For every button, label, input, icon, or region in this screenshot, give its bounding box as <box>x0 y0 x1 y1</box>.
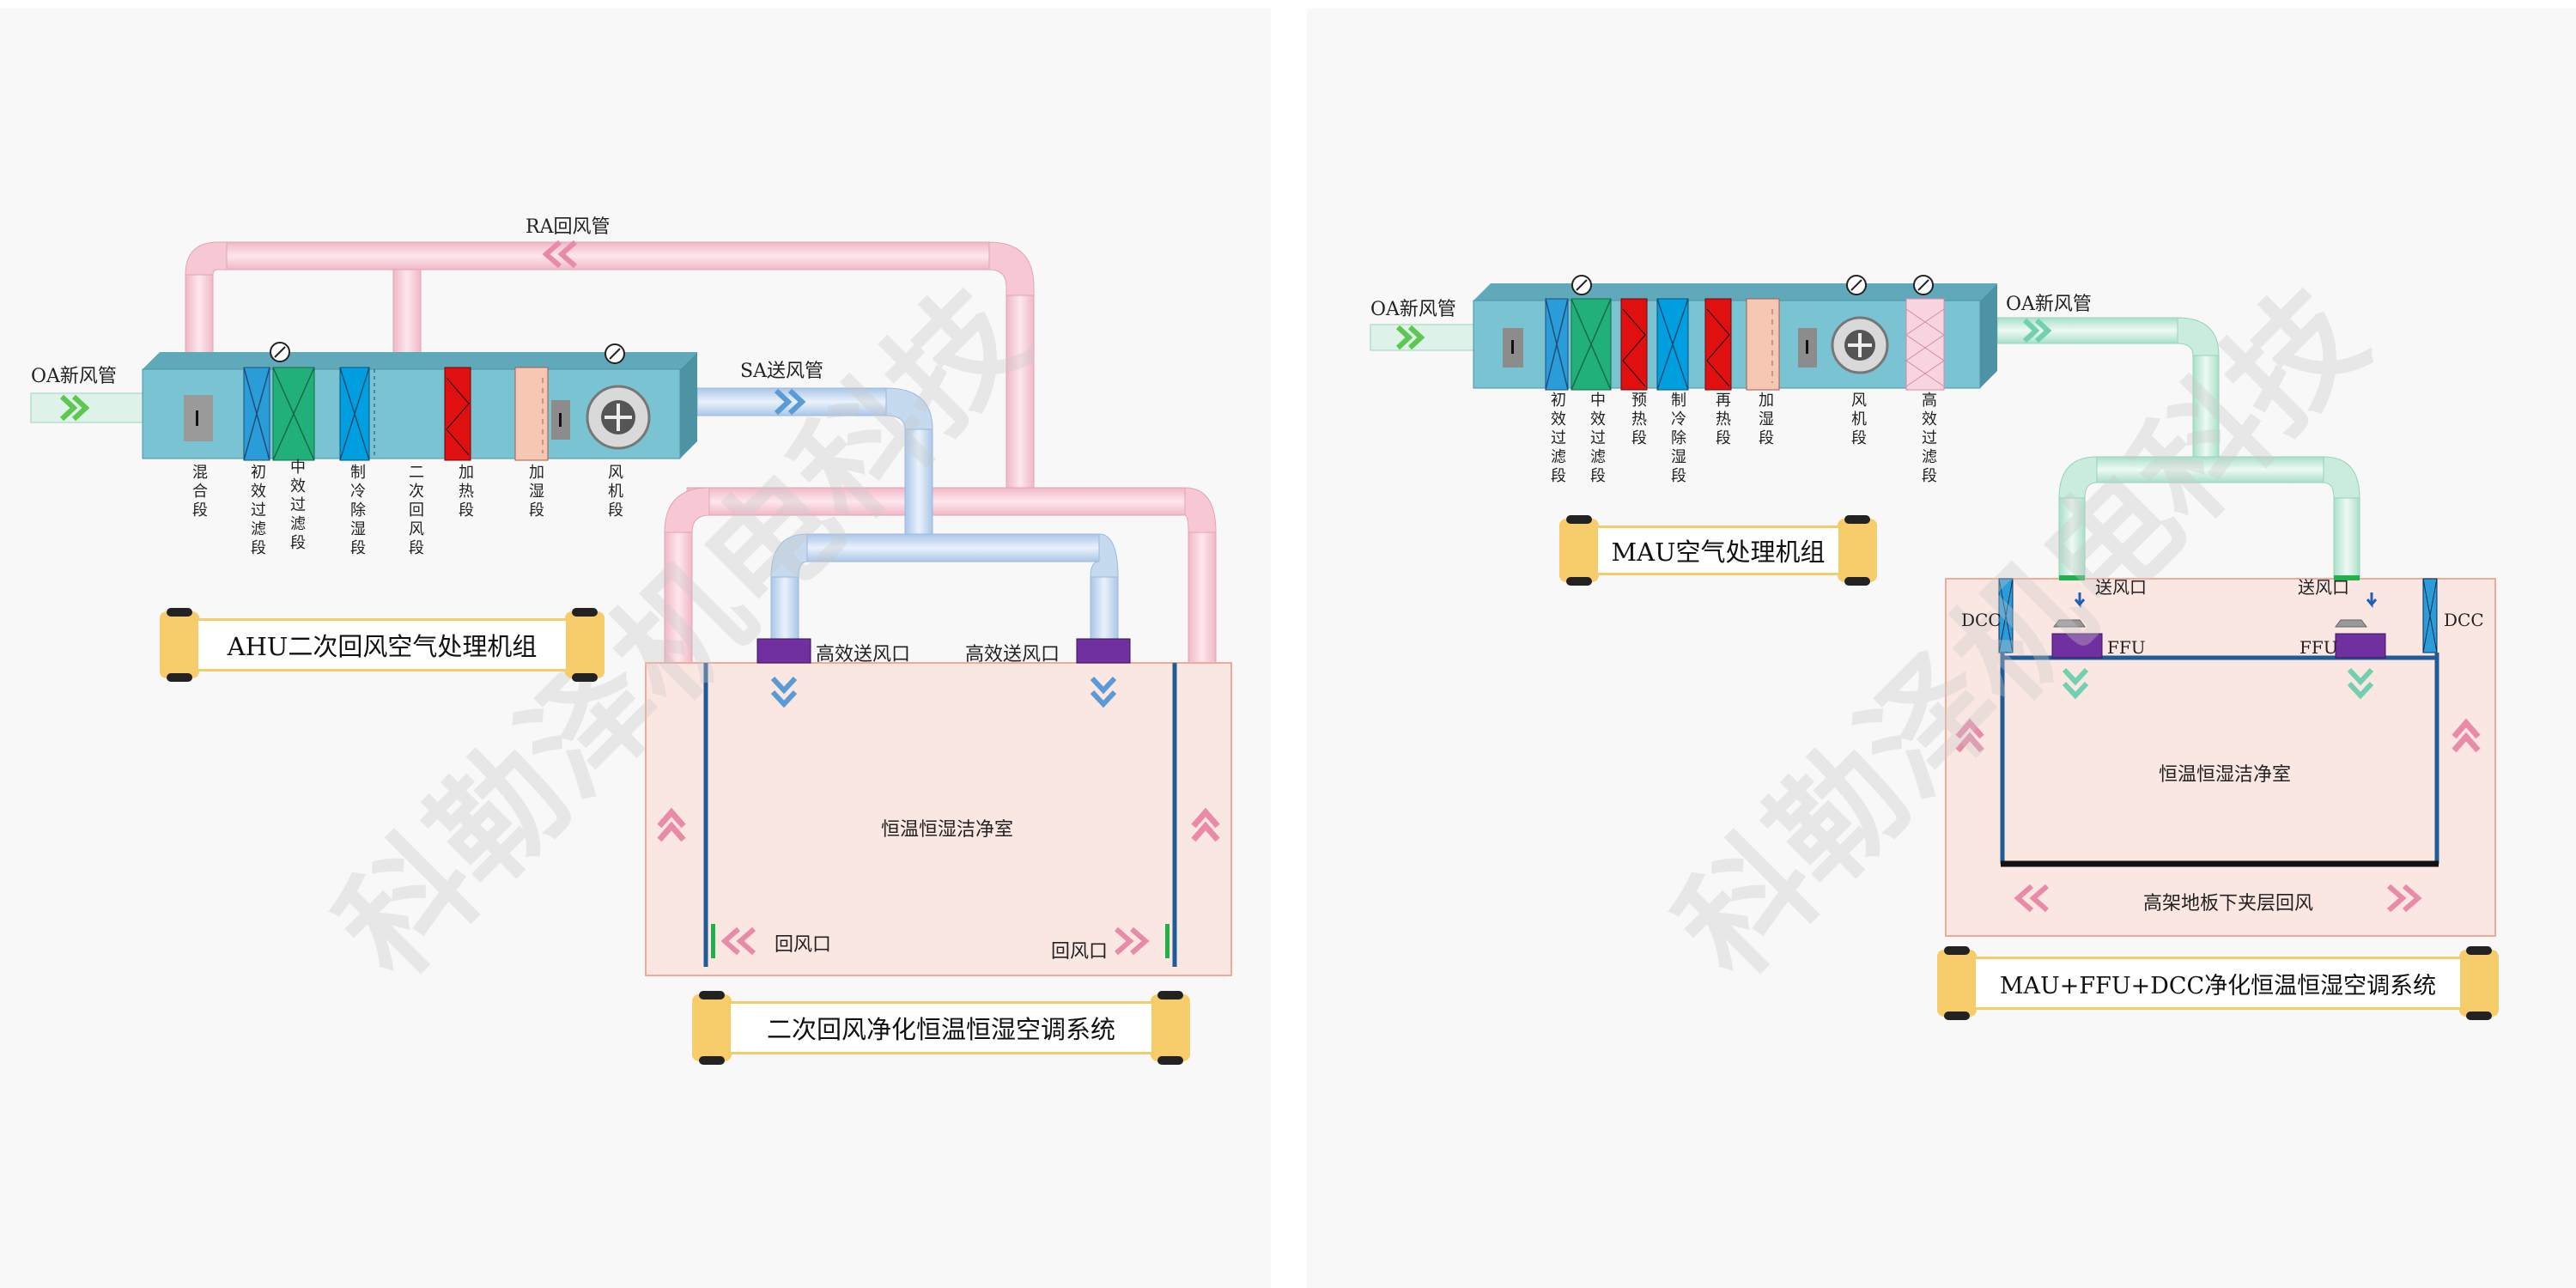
right-clean-room <box>1945 575 2496 937</box>
return-vent-label-2: 回风口 <box>1051 941 1109 963</box>
supply-vent-label-1: 送风口 <box>2095 577 2147 598</box>
return-vent-label-1: 回风口 <box>775 934 832 956</box>
mau-section-preheat: 预热段 <box>1629 392 1647 448</box>
right-system-title: MAU+FFU+DCC净化恒温恒湿空调系统 <box>1973 957 2463 1010</box>
oa-inlet-duct <box>30 392 143 423</box>
section-label-cooling: 制冷除湿段 <box>348 464 366 558</box>
mau-section-cooling: 制冷除湿段 <box>1668 392 1686 486</box>
mau-unit <box>1473 275 1997 391</box>
section-label-humidifying: 加湿段 <box>526 464 544 520</box>
section-label-fan: 风机段 <box>605 464 623 520</box>
dcc-label-2: DCC <box>2444 610 2484 630</box>
mau-title-scroll: MAU空气处理机组 <box>1559 515 1877 586</box>
oa-duct-label: OA新风管 <box>31 366 117 387</box>
ahu-unit <box>142 342 697 461</box>
hepa-outlet-label-2: 高效送风口 <box>965 644 1060 665</box>
supply-vent-label-2: 送风口 <box>2298 577 2349 598</box>
sa-duct-label: SA送风管 <box>740 361 823 382</box>
mau-oa-in-label: OA新风管 <box>1370 299 1456 320</box>
dcc-label-1: DCC <box>1961 610 2002 630</box>
mau-section-primary-filter: 初效过滤段 <box>1548 392 1566 486</box>
section-label-secondary-return: 二次回风段 <box>406 464 424 558</box>
mau-supply-duct <box>1996 317 2360 580</box>
right-room-label: 恒温恒湿洁净室 <box>2159 764 2292 786</box>
raised-floor-label: 高架地板下夹层回风 <box>2143 893 2314 914</box>
ra-return-duct <box>185 240 1035 490</box>
sa-supply-duct <box>696 387 1119 641</box>
section-label-mixing: 混合段 <box>190 464 208 520</box>
mau-section-humidify: 加湿段 <box>1756 392 1774 448</box>
section-label-medium-filter: 中效过滤段 <box>288 459 306 553</box>
mau-section-hepa: 高效过滤段 <box>1919 392 1937 486</box>
hepa-outlet-label-1: 高效送风口 <box>816 644 911 665</box>
ffu-label-2: FFU <box>2300 637 2338 658</box>
right-system-title-scroll: MAU+FFU+DCC净化恒温恒湿空调系统 <box>1937 946 2499 1020</box>
mau-section-reheat: 再热段 <box>1713 392 1731 448</box>
mau-section-fan: 风机段 <box>1849 392 1867 448</box>
left-system-title: 二次回风净化恒温恒湿空调系统 <box>728 1001 1154 1054</box>
left-room-label: 恒温恒湿洁净室 <box>881 819 1014 841</box>
section-label-heating: 加热段 <box>456 464 474 520</box>
ahu-title-scroll: AHU二次回风空气处理机组 <box>160 608 605 682</box>
left-clean-room <box>645 638 1232 976</box>
mau-title: MAU空气处理机组 <box>1595 526 1841 575</box>
ffu-label-1: FFU <box>2107 637 2146 658</box>
left-system-title-scroll: 二次回风净化恒温恒湿空调系统 <box>692 991 1190 1065</box>
ra-duct-label: RA回风管 <box>526 216 611 238</box>
mau-oa-inlet-duct <box>1370 324 1474 351</box>
mau-section-medium-filter: 中效过滤段 <box>1588 392 1606 486</box>
ahu-title: AHU二次回风空气处理机组 <box>196 618 568 671</box>
section-label-primary-filter: 初效过滤段 <box>248 464 266 558</box>
room-return-ducts <box>664 487 1217 664</box>
mau-oa-out-label: OA新风管 <box>2006 294 2092 315</box>
